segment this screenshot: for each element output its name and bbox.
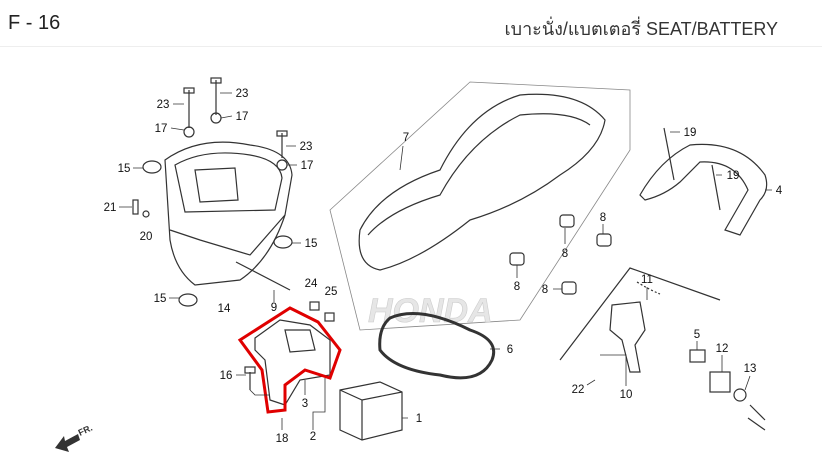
highlight-outline [237,306,342,414]
callout-8: 8 [514,281,520,293]
callout-12: 12 [716,343,729,355]
callout-13: 13 [744,363,757,375]
callout-9: 9 [271,302,277,314]
callout-19: 19 [727,170,740,182]
callout-5: 5 [694,329,700,341]
callout-2: 2 [310,431,316,443]
callout-15: 15 [118,163,131,175]
callout-17: 17 [155,123,168,135]
callout-10: 10 [620,389,633,401]
callout-8: 8 [562,248,568,260]
callout-7: 7 [403,132,409,144]
callout-17: 17 [301,160,314,172]
callout-16: 16 [220,370,233,382]
fr-label: FR. [77,423,94,438]
page-code: F - 16 [8,12,61,34]
callout-4: 4 [776,185,783,197]
callout-24: 24 [305,278,318,290]
header-divider [0,46,822,47]
seat-seal [378,312,496,380]
callout-15: 15 [305,238,318,250]
callout-15: 15 [154,293,167,305]
callout-23: 23 [300,141,313,153]
callout-8: 8 [542,284,548,296]
front-direction-marker: FR. [55,423,94,452]
callout-8: 8 [600,212,606,224]
battery [339,381,403,441]
callout-23: 23 [157,99,170,111]
callout-21: 21 [104,202,117,214]
seat-lock [559,267,766,431]
battery-tray [254,319,331,406]
callout-11: 11 [641,274,653,286]
callout-6: 6 [507,344,513,356]
callout-25: 25 [325,286,338,298]
honda-logo: HONDA [368,292,493,330]
seat-bumpers [509,214,612,295]
page-title: เบาะนั่ง/แบตเตอรี่ SEAT/BATTERY [504,19,778,39]
callout-14: 14 [218,303,231,315]
callout-3: 3 [302,398,308,410]
callout-23: 23 [236,88,249,100]
grab-rail [639,127,768,236]
helmet-box [164,141,293,286]
callout-1: 1 [416,413,422,425]
leader-lines [119,92,772,430]
callout-18: 18 [276,433,289,445]
callout-22: 22 [572,384,585,396]
seat [329,81,631,331]
callout-20: 20 [140,231,153,243]
callout-17: 17 [236,111,249,123]
callout-19: 19 [684,127,697,139]
